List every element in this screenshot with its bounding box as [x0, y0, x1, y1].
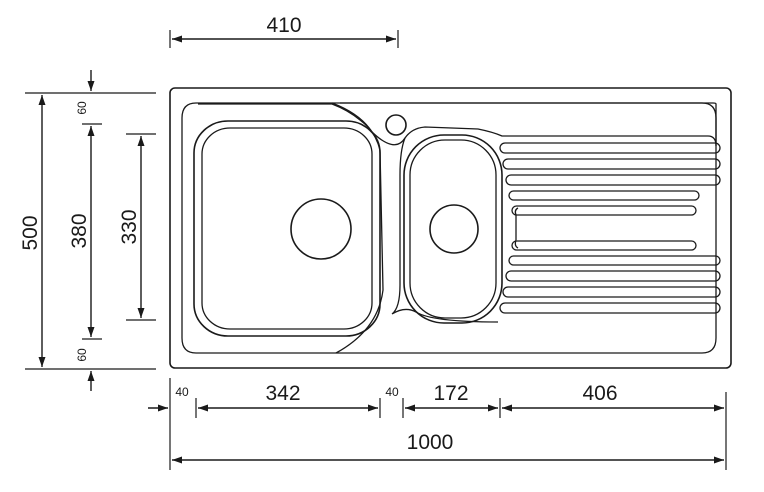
dim-label-top-width: 410	[266, 14, 301, 37]
sink-outer-edge	[169, 87, 732, 369]
tap-hole	[385, 114, 407, 136]
small-bowl	[403, 134, 503, 324]
main-bowl-drain	[290, 198, 352, 260]
small-bowl-drain	[429, 204, 479, 254]
dim-vertical-group: 500 380 330 60 60	[19, 70, 156, 391]
dim-bottom-group: 40 342 40 172 406 1000	[148, 378, 727, 470]
groove	[502, 286, 721, 298]
drainer-channel	[514, 207, 519, 249]
dim-label-drainer: 406	[582, 382, 617, 405]
drainer-grooves	[499, 142, 721, 314]
dim-label-left-margin: 40	[175, 385, 189, 399]
small-bowl-inner	[409, 139, 497, 319]
groove	[502, 158, 721, 170]
dim-label-main-bowl: 342	[265, 382, 300, 405]
sink-body	[169, 87, 732, 369]
dim-label-top-margin: 60	[75, 101, 89, 115]
groove	[499, 302, 721, 314]
deck-divider-right	[391, 137, 499, 323]
dim-label-overall-length: 1000	[407, 431, 454, 454]
dim-label-bottom-margin: 60	[75, 348, 89, 362]
dim-label-overall-depth: 500	[19, 215, 42, 250]
groove	[499, 142, 721, 154]
groove	[508, 190, 700, 201]
dim-label-small-bowl: 172	[433, 382, 468, 405]
groove	[508, 255, 721, 266]
groove	[511, 205, 697, 216]
dim-label-bowl-inner: 330	[118, 209, 141, 244]
dim-label-bowl-outer: 380	[68, 213, 91, 248]
main-bowl-inner	[201, 127, 373, 330]
deck-divider	[331, 102, 384, 354]
dim-top-width: 410	[169, 14, 399, 48]
main-bowl	[193, 120, 381, 337]
groove	[505, 174, 721, 186]
dim-label-between-bowls: 40	[385, 385, 399, 399]
groove	[505, 270, 721, 282]
groove	[511, 240, 697, 251]
sink-deck-inner	[181, 102, 717, 354]
